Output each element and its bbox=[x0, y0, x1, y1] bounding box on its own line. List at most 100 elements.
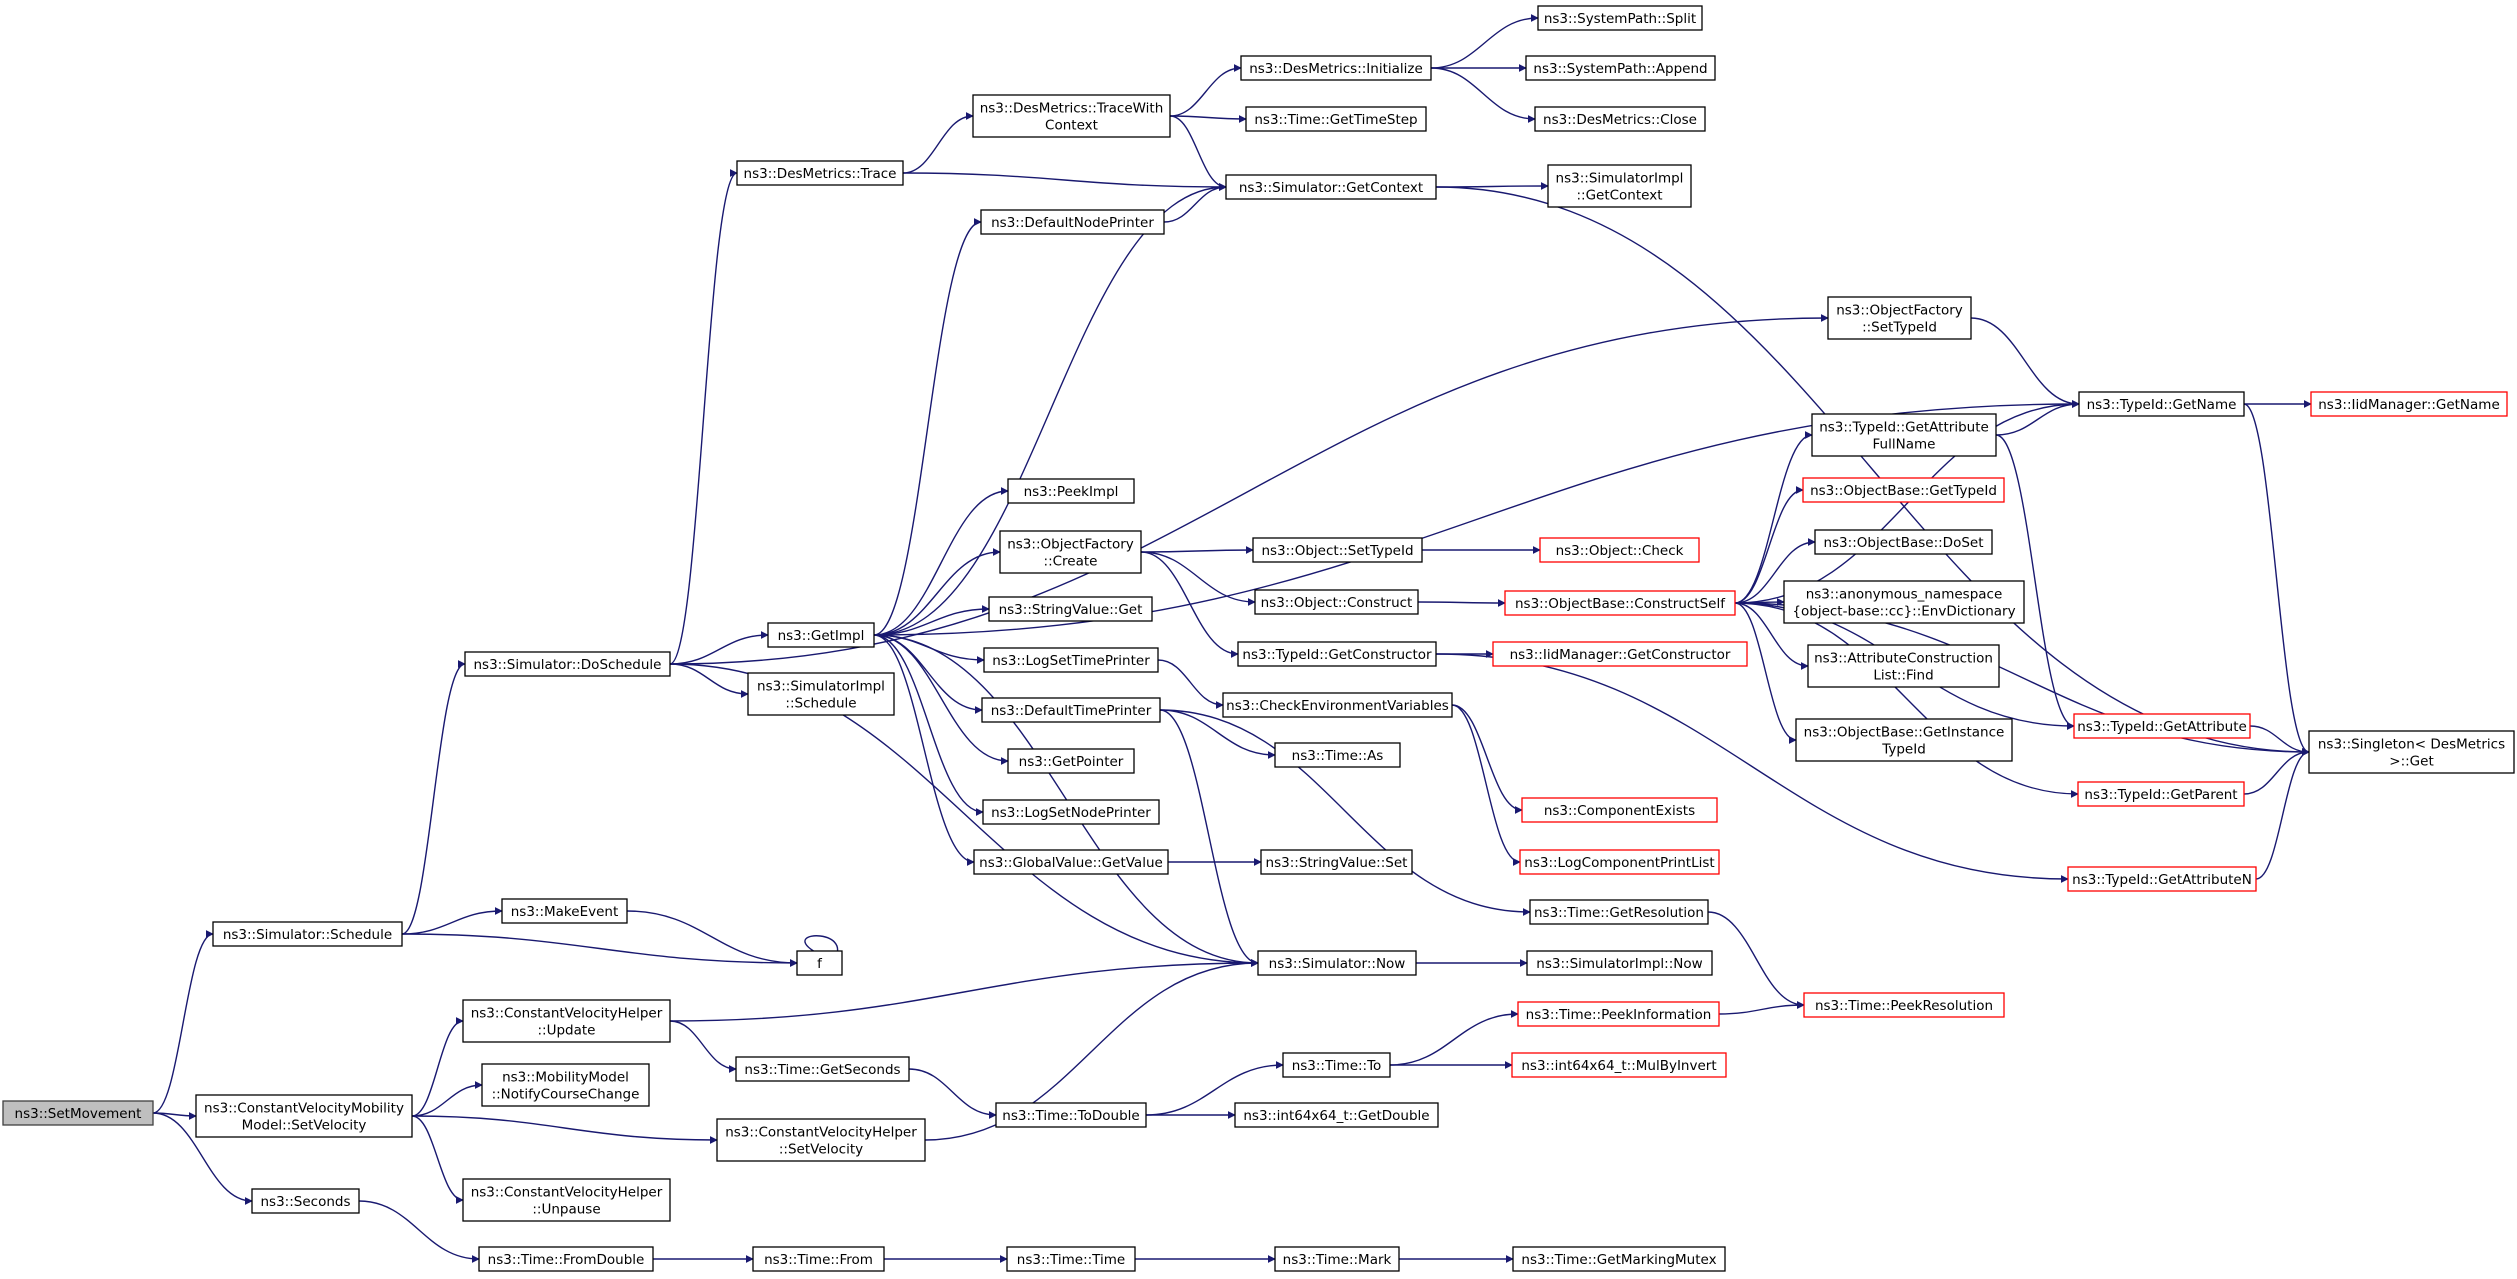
node-time-mark[interactable]: ns3::Time::Mark bbox=[1274, 1246, 1400, 1272]
node-time-from[interactable]: ns3::Time::From bbox=[752, 1246, 885, 1272]
node-stringvalue-get[interactable]: ns3::StringValue::Get bbox=[988, 596, 1153, 622]
node-time-time[interactable]: ns3::Time::Time bbox=[1006, 1246, 1136, 1272]
node-box bbox=[2078, 391, 2245, 417]
node-sim-getcontext[interactable]: ns3::Simulator::GetContext bbox=[1225, 174, 1437, 200]
node-typeid-getparent[interactable]: ns3::TypeId::GetParent bbox=[2077, 781, 2245, 807]
node-label: ::GetContext bbox=[1576, 188, 1662, 204]
node-time-getresolution[interactable]: ns3::Time::GetResolution bbox=[1529, 899, 1709, 925]
node-label: ns3::ObjectFactory bbox=[1007, 537, 1134, 553]
node-label: Model::SetVelocity bbox=[242, 1118, 367, 1134]
node-anon-envdictionary[interactable]: ns3::anonymous_namespace{object-base::cc… bbox=[1783, 580, 2025, 624]
node-makeevent[interactable]: ns3::MakeEvent bbox=[501, 898, 628, 924]
node-defaultnodeprinter[interactable]: ns3::DefaultNodePrinter bbox=[980, 209, 1165, 235]
node-logsettimeprinter[interactable]: ns3::LogSetTimePrinter bbox=[983, 647, 1159, 673]
node-getpointer[interactable]: ns3::GetPointer bbox=[1007, 748, 1135, 774]
node-systempath-split[interactable]: ns3::SystemPath::Split bbox=[1537, 5, 1703, 31]
node-typeid-getname[interactable]: ns3::TypeId::GetName bbox=[2078, 391, 2245, 417]
call-edge bbox=[1995, 434, 2075, 730]
node-box bbox=[1260, 849, 1413, 875]
node-cvh-setvelocity[interactable]: ns3::ConstantVelocityHelper::SetVelocity bbox=[716, 1118, 926, 1162]
node-componentexists[interactable]: ns3::ComponentExists bbox=[1521, 797, 1718, 823]
node-typeid-getattribute[interactable]: ns3::TypeId::GetAttribute bbox=[2073, 713, 2251, 739]
node-of-create[interactable]: ns3::ObjectFactory::Create bbox=[999, 530, 1142, 574]
node-desmetrics-close[interactable]: ns3::DesMetrics::Close bbox=[1534, 106, 1706, 132]
node-sim-schedule[interactable]: ns3::Simulator::Schedule bbox=[212, 921, 403, 947]
node-time-peekinformation[interactable]: ns3::Time::PeekInformation bbox=[1517, 1001, 1720, 1027]
node-box bbox=[1006, 1246, 1136, 1272]
node-time-to[interactable]: ns3::Time::To bbox=[1282, 1052, 1391, 1078]
node-time-gettimestep[interactable]: ns3::Time::GetTimeStep bbox=[1245, 106, 1427, 132]
node-checkenvvars[interactable]: ns3::CheckEnvironmentVariables bbox=[1222, 692, 1453, 718]
node-time-getseconds[interactable]: ns3::Time::GetSeconds bbox=[735, 1056, 910, 1082]
node-cvm-setvelocity[interactable]: ns3::ConstantVelocityMobilityModel::SetV… bbox=[195, 1094, 413, 1138]
node-mm-notify[interactable]: ns3::MobilityModel::NotifyCourseChange bbox=[481, 1063, 650, 1107]
node-label: ns3::int64x64_t::GetDouble bbox=[1243, 1108, 1429, 1124]
node-iidmanager-getconstructor[interactable]: ns3::IidManager::GetConstructor bbox=[1492, 641, 1748, 667]
node-singleton-get[interactable]: ns3::Singleton< DesMetrics >::Get bbox=[2308, 730, 2515, 774]
node-time-peekresolution[interactable]: ns3::Time::PeekResolution bbox=[1803, 992, 2005, 1018]
node-objectbase-constructself[interactable]: ns3::ObjectBase::ConstructSelf bbox=[1504, 590, 1736, 616]
node-box bbox=[1521, 797, 1718, 823]
node-label: ns3::ConstantVelocityHelper bbox=[471, 1185, 663, 1201]
node-sim-now[interactable]: ns3::Simulator::Now bbox=[1257, 950, 1417, 976]
call-edge bbox=[1707, 911, 1805, 1009]
node-logsetnodeprinter[interactable]: ns3::LogSetNodePrinter bbox=[982, 799, 1160, 825]
node-box bbox=[1225, 174, 1437, 200]
call-edge bbox=[669, 959, 1259, 1022]
node-iidmanager-getname[interactable]: ns3::IidManager::GetName bbox=[2310, 391, 2508, 417]
node-logcomponentprintlist[interactable]: ns3::LogComponentPrintList bbox=[1519, 849, 1720, 875]
node-label: ns3::SystemPath::Split bbox=[1544, 11, 1696, 27]
node-object-settypeid[interactable]: ns3::Object::SetTypeId bbox=[1252, 537, 1423, 563]
node-time-getmarkingmutex[interactable]: ns3::Time::GetMarkingMutex bbox=[1512, 1246, 1726, 1272]
node-box bbox=[1795, 718, 2013, 762]
node-box bbox=[2067, 866, 2257, 892]
node-root[interactable]: ns3::SetMovement bbox=[2, 1100, 154, 1126]
node-int64-getdouble[interactable]: ns3::int64x64_t::GetDouble bbox=[1234, 1102, 1439, 1128]
node-seconds[interactable]: ns3::Seconds bbox=[251, 1188, 360, 1214]
call-edge bbox=[411, 1115, 718, 1144]
node-stringvalue-set[interactable]: ns3::StringValue::Set bbox=[1260, 849, 1413, 875]
node-peekimpl[interactable]: ns3::PeekImpl bbox=[1007, 478, 1135, 504]
node-typeid-getconstructor[interactable]: ns3::TypeId::GetConstructor bbox=[1237, 641, 1437, 667]
node-simimpl-now[interactable]: ns3::SimulatorImpl::Now bbox=[1526, 950, 1713, 976]
node-box bbox=[1504, 590, 1736, 616]
call-edge bbox=[1970, 317, 2080, 408]
call-edge bbox=[2255, 748, 2310, 880]
node-int64-mulbyinvert[interactable]: ns3::int64x64_t::MulByInvert bbox=[1511, 1052, 1727, 1078]
node-globalvalue-getvalue[interactable]: ns3::GlobalValue::GetValue bbox=[973, 849, 1169, 875]
node-simimpl-schedule[interactable]: ns3::SimulatorImpl::Schedule bbox=[747, 672, 895, 716]
node-box bbox=[980, 209, 1165, 235]
node-objectbase-doset[interactable]: ns3::ObjectBase::DoSet bbox=[1814, 529, 1993, 555]
call-edge bbox=[873, 634, 984, 816]
node-box bbox=[767, 622, 875, 648]
node-time-as[interactable]: ns3::Time::As bbox=[1274, 742, 1401, 768]
node-desmetrics-trace[interactable]: ns3::DesMetrics::Trace bbox=[736, 160, 904, 186]
node-sim-doschedule[interactable]: ns3::Simulator::DoSchedule bbox=[464, 651, 671, 677]
node-typeid-getattributen[interactable]: ns3::TypeId::GetAttributeN bbox=[2067, 866, 2257, 892]
call-edge bbox=[902, 172, 1227, 191]
node-cvh-update[interactable]: ns3::ConstantVelocityHelper::Update bbox=[462, 999, 671, 1043]
node-label: ns3::Time::PeekResolution bbox=[1815, 998, 1993, 1014]
node-systempath-append[interactable]: ns3::SystemPath::Append bbox=[1525, 55, 1716, 81]
node-f[interactable]: f bbox=[796, 950, 843, 976]
call-edge bbox=[1734, 486, 1804, 604]
node-cvh-unpause[interactable]: ns3::ConstantVelocityHelper::Unpause bbox=[462, 1178, 671, 1222]
node-object-construct[interactable]: ns3::Object::Construct bbox=[1254, 589, 1419, 615]
node-object-check[interactable]: ns3::Object::Check bbox=[1539, 537, 1700, 563]
node-getimpl[interactable]: ns3::GetImpl bbox=[767, 622, 875, 648]
node-defaulttimeprinter[interactable]: ns3::DefaultTimePrinter bbox=[981, 697, 1161, 723]
node-time-fromdouble[interactable]: ns3::Time::FromDouble bbox=[478, 1246, 654, 1272]
node-of-settypeid[interactable]: ns3::ObjectFactory::SetTypeId bbox=[1827, 296, 1972, 340]
node-label: f bbox=[817, 956, 823, 972]
call-edge bbox=[1140, 551, 1239, 658]
node-simimpl-getcontext[interactable]: ns3::SimulatorImpl::GetContext bbox=[1547, 164, 1692, 208]
node-box bbox=[478, 1246, 654, 1272]
node-label: Context bbox=[1045, 118, 1098, 134]
node-time-todouble[interactable]: ns3::Time::ToDouble bbox=[995, 1102, 1147, 1128]
node-objectbase-gettypeid[interactable]: ns3::ObjectBase::GetTypeId bbox=[1802, 477, 2005, 503]
node-desmetrics-initialize[interactable]: ns3::DesMetrics::Initialize bbox=[1240, 55, 1432, 81]
